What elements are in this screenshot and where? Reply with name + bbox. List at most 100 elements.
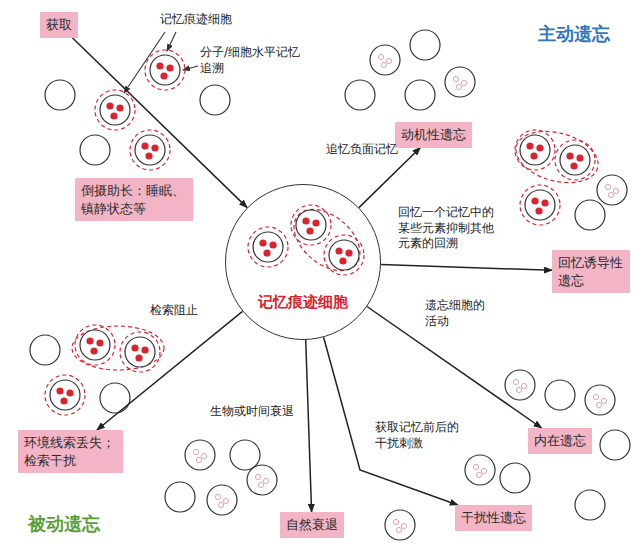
faded-engram-dot — [453, 76, 458, 81]
faded-engram-dot — [605, 184, 610, 189]
cell — [545, 380, 575, 410]
cell — [45, 80, 75, 110]
faded-engram-dot — [481, 468, 486, 473]
region-shape — [0, 262, 345, 548]
faded-engram-dot — [255, 474, 260, 479]
faded-engram-dot — [378, 54, 383, 59]
engram-dot — [116, 104, 123, 111]
cell — [575, 200, 605, 230]
cell — [525, 190, 555, 220]
engram-outline — [324, 235, 364, 275]
cell — [100, 95, 130, 125]
faded-engram-dot — [386, 58, 391, 63]
engram-outline — [291, 205, 331, 245]
faded-engram-dot — [476, 472, 481, 477]
engram-dot — [160, 72, 167, 79]
faded-engram-dot — [601, 398, 606, 403]
box-text: 自然衰退 — [286, 516, 338, 534]
edge-label: 追忆负面记忆 — [326, 142, 398, 158]
engram-dot — [145, 152, 152, 159]
cell — [445, 67, 475, 97]
engram-outline — [145, 50, 185, 90]
cell — [520, 135, 550, 165]
engram-dot — [566, 152, 573, 159]
connector-arrow — [367, 307, 542, 429]
cell — [50, 380, 80, 410]
engram-cells — [226, 185, 382, 341]
connector-arrow — [381, 265, 552, 271]
connector-arrow — [359, 148, 421, 208]
engram-outline — [520, 185, 560, 225]
forgetting-box: 环境线索丢失；检索干扰 — [18, 430, 123, 473]
engram-dot — [535, 207, 542, 214]
engram-circle: 记忆痕迹细胞 — [225, 184, 381, 340]
connector-arrow — [306, 340, 312, 512]
edge-label: 检索阻止 — [150, 303, 198, 319]
engram-outline — [75, 325, 115, 365]
engram-dot — [526, 142, 533, 149]
faded-engram-dot — [223, 498, 228, 503]
box-text: 环境线索丢失；检索干扰 — [24, 434, 117, 469]
cell — [80, 330, 110, 360]
cell — [585, 385, 615, 415]
box-text: 动机性遗忘 — [401, 126, 466, 144]
engram-dot — [141, 142, 148, 149]
engram-dot — [90, 347, 97, 354]
faded-engram-dot — [396, 527, 401, 532]
edge-label: 生物或时间衰退 — [210, 404, 294, 420]
cell — [505, 370, 535, 400]
cell — [80, 135, 110, 165]
engram-dot — [131, 344, 138, 351]
cell — [597, 175, 627, 205]
engram-dot — [110, 112, 117, 119]
cell — [345, 80, 375, 110]
faded-engram-dot — [193, 449, 198, 454]
faded-engram-dot — [593, 394, 598, 399]
engram-outline — [130, 130, 170, 170]
faded-engram-dot — [521, 383, 526, 388]
box-text: 干扰性遗忘 — [461, 509, 526, 527]
cell — [247, 465, 277, 495]
faded-engram-dot — [608, 192, 613, 197]
engram-outline — [95, 90, 135, 130]
cell — [385, 510, 415, 540]
engram-dot — [345, 249, 352, 256]
faded-engram-dot — [596, 402, 601, 407]
engram-dot — [60, 397, 67, 404]
engram-outline — [515, 130, 555, 170]
region-title: 被动遗忘 — [28, 512, 100, 536]
faded-engram-dot — [516, 387, 521, 392]
engram-dot — [263, 249, 270, 256]
engram-dot — [166, 64, 173, 71]
cell — [253, 232, 283, 262]
engram-dot — [56, 387, 63, 394]
engram-dot — [151, 144, 158, 151]
cell — [500, 463, 530, 493]
faded-engram-dot — [258, 482, 263, 487]
faded-engram-dot — [263, 478, 268, 483]
edge-label: 回忆一个记忆中的某些元素抑制其他元素的回溯 — [398, 205, 496, 252]
cell — [230, 440, 260, 470]
engram-dot — [259, 239, 266, 246]
cell — [165, 482, 195, 512]
faded-engram-dot — [513, 379, 518, 384]
engram-title: 记忆痕迹细胞 — [226, 293, 380, 312]
edge-label: 遗忘细胞的活动 — [425, 298, 487, 329]
forgetting-box: 内在遗忘 — [528, 428, 592, 454]
engram-dot — [96, 339, 103, 346]
cell — [575, 490, 605, 520]
faded-engram-dot — [215, 494, 220, 499]
stage-box: 获取 — [40, 12, 78, 38]
engram-dot — [530, 152, 537, 159]
box-text: 倒摄助长：睡眠、镇静状态等 — [81, 182, 187, 217]
region-title: 主动遗忘 — [538, 22, 610, 46]
cell — [185, 440, 215, 470]
cell — [200, 85, 230, 115]
engram-dot — [141, 346, 148, 353]
box-text: 回忆诱导性遗忘 — [558, 254, 624, 289]
faded-engram-dot — [473, 464, 478, 469]
engram-dot — [339, 257, 346, 264]
faded-engram-dot — [401, 523, 406, 528]
faded-engram-dot — [393, 519, 398, 524]
forgetting-box: 动机性遗忘 — [395, 122, 472, 148]
